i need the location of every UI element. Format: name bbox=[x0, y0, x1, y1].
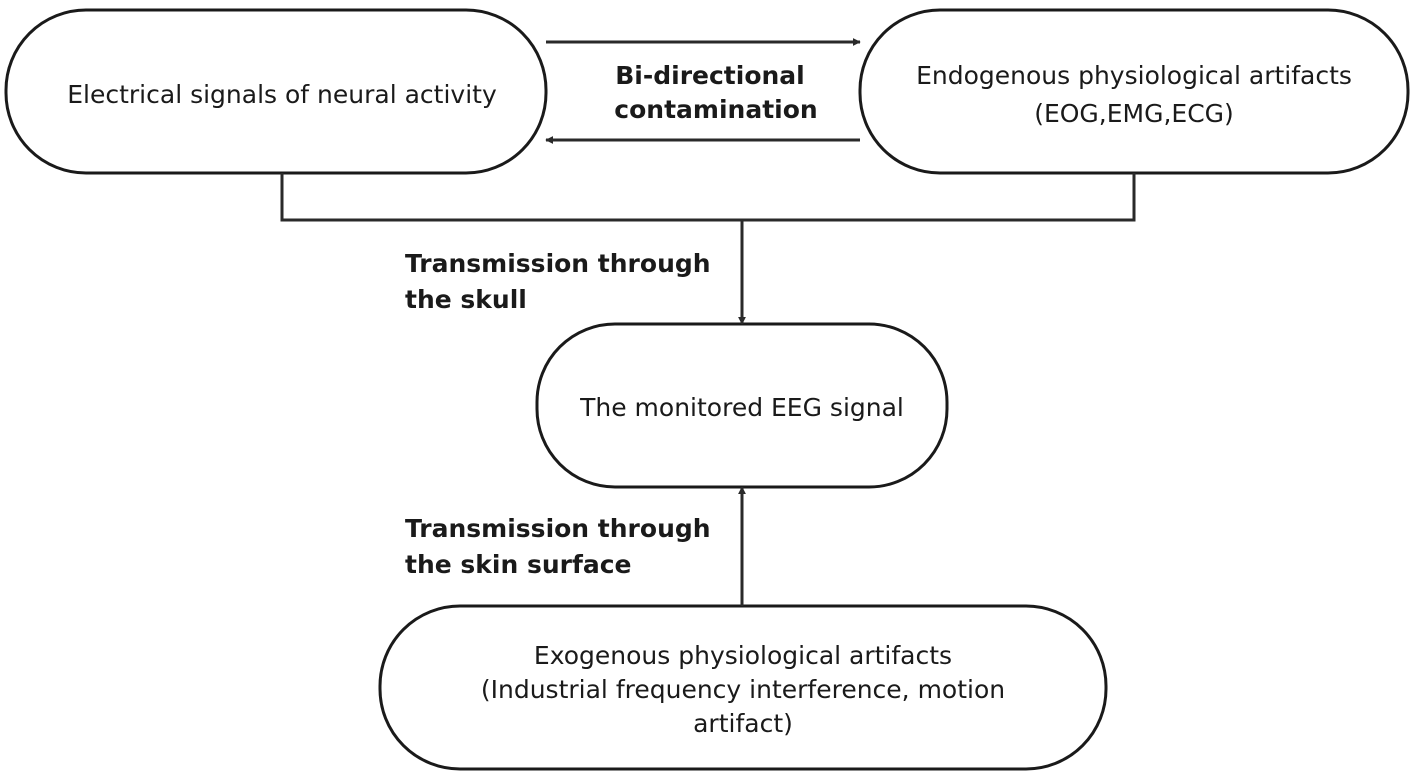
node-endogenous-line1: Endogenous physiological artifacts bbox=[916, 61, 1352, 90]
svg-text:the skin surface: the skin surface bbox=[405, 550, 632, 579]
node-exogenous-line2: (Industrial frequency interference, moti… bbox=[481, 675, 1005, 704]
node-endogenous-artifacts-box bbox=[858, 8, 1410, 175]
label-transmission-skull: Transmission through the skull bbox=[405, 249, 711, 314]
node-exogenous-line3: artifact) bbox=[693, 709, 793, 738]
node-neural-activity: Electrical signals of neural activity bbox=[4, 8, 548, 175]
label-transmission-skin: Transmission through the skin surface bbox=[405, 514, 711, 579]
node-neural-activity-box bbox=[4, 8, 548, 175]
svg-text:contamination: contamination bbox=[614, 95, 817, 124]
label-bidirectional-contamination: Bi-directional contamination bbox=[614, 61, 817, 124]
node-exogenous-artifacts: Exogenous physiological artifacts (Indus… bbox=[378, 604, 1108, 771]
svg-text:Transmission through: Transmission through bbox=[405, 249, 711, 278]
svg-text:Bi-directional: Bi-directional bbox=[615, 61, 805, 90]
connector-merge-top bbox=[280, 173, 1136, 222]
node-neural-activity-text: Electrical signals of neural activity bbox=[67, 80, 497, 109]
node-endogenous-line2: (EOG,EMG,ECG) bbox=[1034, 99, 1234, 128]
node-endogenous-artifacts: Endogenous physiological artifacts (EOG,… bbox=[858, 8, 1410, 175]
svg-text:the skull: the skull bbox=[405, 285, 527, 314]
node-eeg-signal-text: The monitored EEG signal bbox=[579, 393, 904, 422]
node-eeg-signal: The monitored EEG signal bbox=[535, 322, 949, 489]
svg-text:Transmission through: Transmission through bbox=[405, 514, 711, 543]
node-exogenous-line1: Exogenous physiological artifacts bbox=[534, 641, 952, 670]
